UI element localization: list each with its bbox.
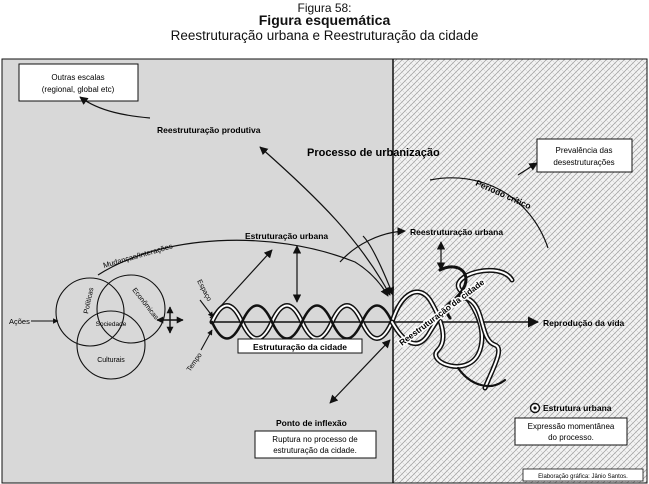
figure-subtitle: Reestruturação urbana e Reestruturação d… (170, 28, 479, 43)
arrow-ponto-inflexao (329, 339, 391, 404)
arrow-to-prevalencia (517, 162, 538, 176)
ruptura-box (254, 430, 377, 459)
estruturacao-urbana-label: Estruturação urbana (245, 231, 328, 241)
ruptura-label: Ruptura no processo de (272, 435, 358, 444)
ponto-inflexao-label: Ponto de inflexão (276, 418, 347, 428)
outras-escalas-detail: (regional, global etc) (42, 85, 115, 94)
expressao-label: Expressão momentânea (528, 422, 615, 431)
helix-reestruturacao (389, 265, 515, 391)
sociedade-label: Sociedade (96, 321, 127, 328)
arrow-produtiva-to-junction (259, 146, 391, 296)
outras-escalas-box (18, 63, 139, 102)
credit-label: Elaboração gráfica: Jânio Santos. (538, 474, 628, 480)
arrow-espaco (199, 299, 214, 318)
acoes-label: Ações (9, 317, 30, 326)
venn-diagram (55, 274, 166, 380)
reestruturacao-produtiva-label: Reestruturação produtiva (157, 125, 261, 135)
prevalencia-box (536, 138, 633, 173)
target-icon (529, 402, 541, 414)
arrow-reestruturacao-diagonal (362, 235, 395, 296)
curve-arrow-outras-escalas (79, 96, 151, 119)
figure-title: Figura esquemática (258, 12, 391, 28)
figure-number: Figura 58: (297, 1, 352, 15)
expressao-box (514, 417, 628, 446)
estruturacao-cidade-label: Estruturação da cidade (253, 342, 347, 352)
prevalencia-label: Prevalência das (556, 146, 613, 155)
reestruturacao-urbana-label: Reestruturação urbana (410, 227, 503, 237)
processo-urbanizacao-label: Processo de urbanização (307, 147, 440, 159)
estrutura-urbana-label: Estrutura urbana (543, 403, 612, 413)
arrow-tempo (200, 329, 213, 351)
ruptura-detail: estruturação da cidade. (273, 446, 357, 455)
prevalencia-detail: desestruturações (553, 158, 614, 167)
helix-estruturacao (209, 303, 395, 341)
outras-escalas-label: Outras escalas (51, 73, 104, 82)
reproducao-vida-label: Reprodução da vida (543, 318, 625, 328)
expressao-detail: do processo. (548, 433, 594, 442)
arrow-to-reestruturacao-urbana (339, 227, 406, 263)
periodo-critico-arc (429, 177, 549, 249)
four-way-arrow-icon (156, 306, 184, 334)
credit-box (522, 468, 644, 482)
culturais-label: Culturais (97, 357, 125, 364)
